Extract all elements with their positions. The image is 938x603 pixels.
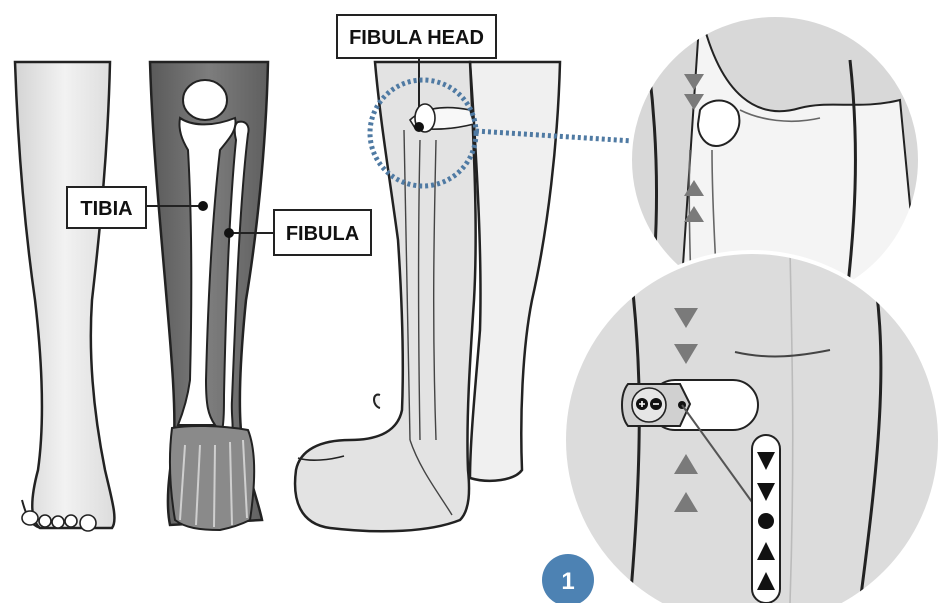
dot-icon: [414, 122, 424, 132]
step-badge: 1: [542, 554, 594, 603]
dot-icon: [224, 228, 234, 238]
tibia-label: TIBIA: [80, 198, 132, 220]
fibula-label: FIBULA: [286, 223, 359, 245]
patella: [183, 80, 227, 120]
skeleton-leg: [150, 62, 268, 530]
device-controls: [632, 388, 666, 422]
fibula-head-label: FIBULA HEAD: [349, 27, 484, 49]
left-leg: [15, 62, 114, 531]
step-number: 1: [561, 568, 574, 595]
dot-icon: [758, 513, 774, 529]
zoom-device-placement: [560, 250, 938, 603]
dot-icon: [198, 201, 208, 211]
